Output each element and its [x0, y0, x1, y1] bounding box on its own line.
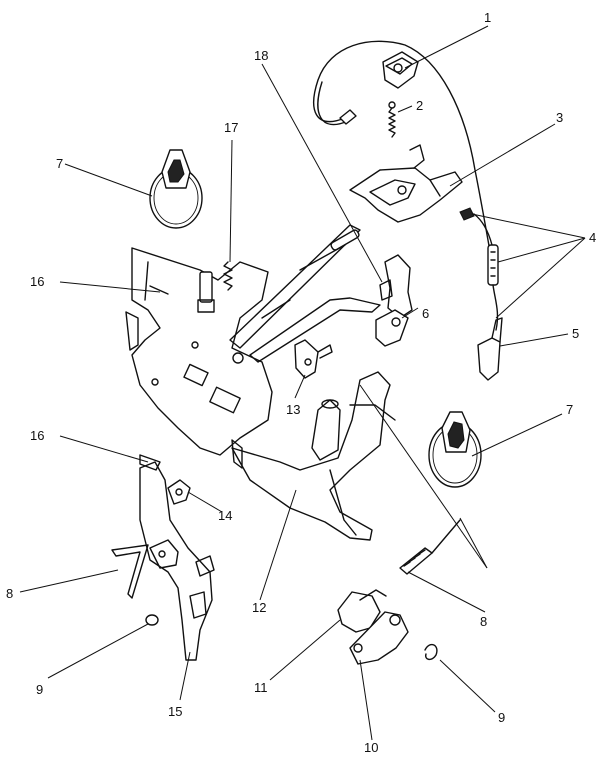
- cable-end-part-4: [459, 207, 499, 331]
- callout-3: 3: [556, 110, 563, 125]
- lower-arm-part-15: [139, 461, 215, 661]
- lever-end-part-5: [477, 317, 503, 381]
- callout-4: 4: [589, 230, 596, 245]
- cable-assembly: [313, 40, 496, 281]
- bracket-part-13: [294, 339, 333, 379]
- callout-7-left: 7: [56, 156, 63, 171]
- callout-1: 1: [484, 10, 491, 25]
- pin-part-16-lower: [139, 454, 161, 471]
- callout-8-right: 8: [480, 614, 487, 629]
- callout-16-lower: 16: [30, 428, 44, 443]
- callout-2: 2: [416, 98, 423, 113]
- clip-part-9-right: [424, 643, 438, 661]
- callout-9-right: 9: [498, 710, 505, 725]
- callout-18: 18: [254, 48, 268, 63]
- rod-part-18: [330, 229, 360, 251]
- spring-part-2: [388, 101, 396, 138]
- callout-14: 14: [218, 508, 232, 523]
- spring-part-8-right: [399, 519, 461, 575]
- main-frame-plate: [125, 247, 273, 469]
- callout-12: 12: [252, 600, 266, 615]
- callout-16-upper: 16: [30, 274, 44, 289]
- bracket-part-3: [349, 144, 463, 223]
- lower-lever-part-12: [231, 371, 396, 541]
- callout-6: 6: [422, 306, 429, 321]
- disc-part-7-right: [428, 411, 482, 488]
- disc-part-7-left: [149, 149, 203, 229]
- callout-13: 13: [286, 402, 300, 417]
- callout-8-left: 8: [6, 586, 13, 601]
- callout-17: 17: [224, 120, 238, 135]
- callout-11: 11: [254, 680, 268, 695]
- callout-9-left: 9: [36, 682, 43, 697]
- spring-part-17: [223, 261, 233, 291]
- callout-15: 15: [168, 704, 182, 719]
- cable-clip-part-1: [339, 51, 419, 125]
- callout-labels: 1 2 3 4 5 6 7 7 8 8 9 9 10 11 12 13 14 1…: [6, 10, 596, 755]
- clip-part-9-left: [145, 614, 159, 626]
- clip-part-14: [167, 479, 191, 505]
- callout-10: 10: [364, 740, 378, 755]
- callout-5: 5: [572, 326, 579, 341]
- pin-part-16-upper: [149, 271, 215, 313]
- spring-part-8-left: [111, 544, 149, 599]
- callout-7-right: 7: [566, 402, 573, 417]
- leader-lines: [19, 25, 586, 741]
- bracket-part-6: [375, 254, 413, 347]
- bracket-part-10-11: [337, 589, 409, 665]
